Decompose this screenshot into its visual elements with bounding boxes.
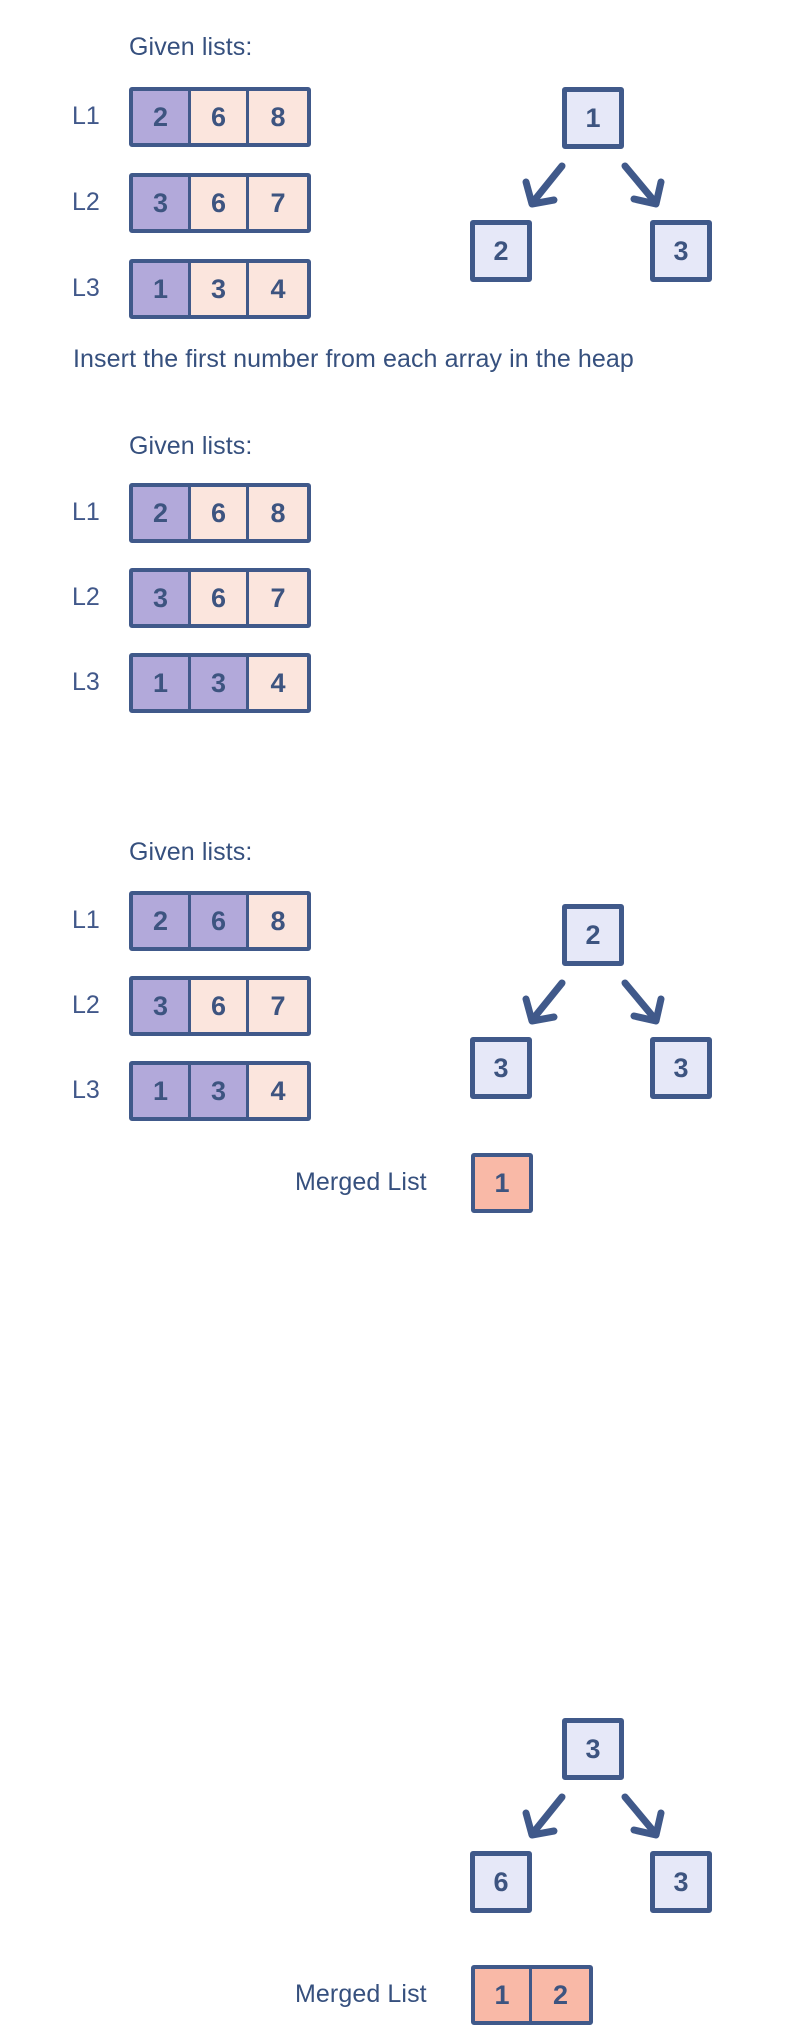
list-array-l2-3: 3 6 7 <box>129 976 311 1036</box>
array-cell: 4 <box>249 657 307 709</box>
heap-node-root: 3 <box>562 1718 624 1780</box>
merged-cell: 2 <box>532 1969 589 2021</box>
given-lists-label-1: Given lists: <box>129 33 253 61</box>
given-lists-label-2: Given lists: <box>129 432 253 460</box>
arrow-to-right-child-icon <box>621 1793 665 1839</box>
array-cell: 2 <box>133 487 192 539</box>
array-cell: 6 <box>191 91 250 143</box>
array-cell: 3 <box>191 263 250 315</box>
list-label-l1-3: L1 <box>72 906 100 934</box>
array-cell: 3 <box>191 1065 250 1117</box>
merged-cell: 1 <box>475 1157 529 1209</box>
array-cell: 4 <box>249 1065 307 1117</box>
list-array-l3-1: 1 3 4 <box>129 259 311 319</box>
heap-node-right: 3 <box>650 1037 712 1099</box>
given-lists-label-3: Given lists: <box>129 838 253 866</box>
step-2-section: Given lists: L1 2 6 8 L2 3 6 7 L3 1 3 4 … <box>0 420 800 1213</box>
list-array-l1-2: 2 6 8 <box>129 483 311 543</box>
list-array-l2-1: 3 6 7 <box>129 173 311 233</box>
heap-3: 3 6 3 <box>0 825 800 1913</box>
array-cell: 6 <box>191 980 250 1032</box>
heap-node-root: 1 <box>562 87 624 149</box>
array-cell: 7 <box>249 980 307 1032</box>
list-label-l2-1: L2 <box>72 188 100 216</box>
array-cell: 3 <box>133 177 192 229</box>
list-label-l3-3: L3 <box>72 1076 100 1104</box>
list-array-l1-3: 2 6 8 <box>129 891 311 951</box>
heap-node-right: 3 <box>650 220 712 282</box>
merged-list-label-2: Merged List <box>295 1168 427 1196</box>
array-cell: 7 <box>249 572 307 624</box>
heap-node-left: 2 <box>470 220 532 282</box>
array-cell: 4 <box>249 263 307 315</box>
list-label-l2-2: L2 <box>72 583 100 611</box>
step-3-section: Given lists: L1 2 6 8 L2 3 6 7 L3 1 3 4 … <box>0 825 800 2025</box>
step-1-caption: Insert the first number from each array … <box>73 345 634 373</box>
array-cell: 6 <box>191 572 250 624</box>
heap-node-right: 3 <box>650 1851 712 1913</box>
array-cell: 2 <box>133 895 192 947</box>
list-array-l2-2: 3 6 7 <box>129 568 311 628</box>
heap-node-left: 3 <box>470 1037 532 1099</box>
merged-list-label-3: Merged List <box>295 1980 427 2008</box>
array-cell: 8 <box>249 895 307 947</box>
list-array-l1-1: 2 6 8 <box>129 87 311 147</box>
array-cell: 3 <box>133 980 192 1032</box>
list-label-l2-3: L2 <box>72 991 100 1019</box>
array-cell: 8 <box>249 91 307 143</box>
merged-list-array-2: 1 <box>471 1153 533 1213</box>
array-cell: 6 <box>191 487 250 539</box>
list-label-l3-2: L3 <box>72 668 100 696</box>
array-cell: 8 <box>249 487 307 539</box>
array-cell: 1 <box>133 657 192 709</box>
array-cell: 7 <box>249 177 307 229</box>
heap-2: 2 3 3 <box>0 420 800 1099</box>
heap-1: 1 2 3 <box>0 0 800 330</box>
list-array-l3-3: 1 3 4 <box>129 1061 311 1121</box>
arrow-to-right-child-icon <box>621 979 665 1025</box>
list-label-l1-1: L1 <box>72 102 100 130</box>
arrow-to-right-child-icon <box>621 162 665 208</box>
array-cell: 1 <box>133 1065 192 1117</box>
array-cell: 3 <box>191 657 250 709</box>
array-cell: 6 <box>191 895 250 947</box>
array-cell: 1 <box>133 263 192 315</box>
array-cell: 3 <box>133 572 192 624</box>
list-label-l3-1: L3 <box>72 274 100 302</box>
array-cell: 2 <box>133 91 192 143</box>
merged-cell: 1 <box>475 1969 533 2021</box>
arrow-to-left-child-icon <box>522 162 566 208</box>
list-array-l3-2: 1 3 4 <box>129 653 311 713</box>
heap-node-left: 6 <box>470 1851 532 1913</box>
arrow-to-left-child-icon <box>522 1793 566 1839</box>
arrow-to-left-child-icon <box>522 979 566 1025</box>
heap-node-root: 2 <box>562 904 624 966</box>
list-label-l1-2: L1 <box>72 498 100 526</box>
merged-list-array-3: 1 2 <box>471 1965 593 2025</box>
array-cell: 6 <box>191 177 250 229</box>
step-1-section: Given lists: L1 2 6 8 L2 3 6 7 L3 1 3 4 … <box>0 0 800 395</box>
